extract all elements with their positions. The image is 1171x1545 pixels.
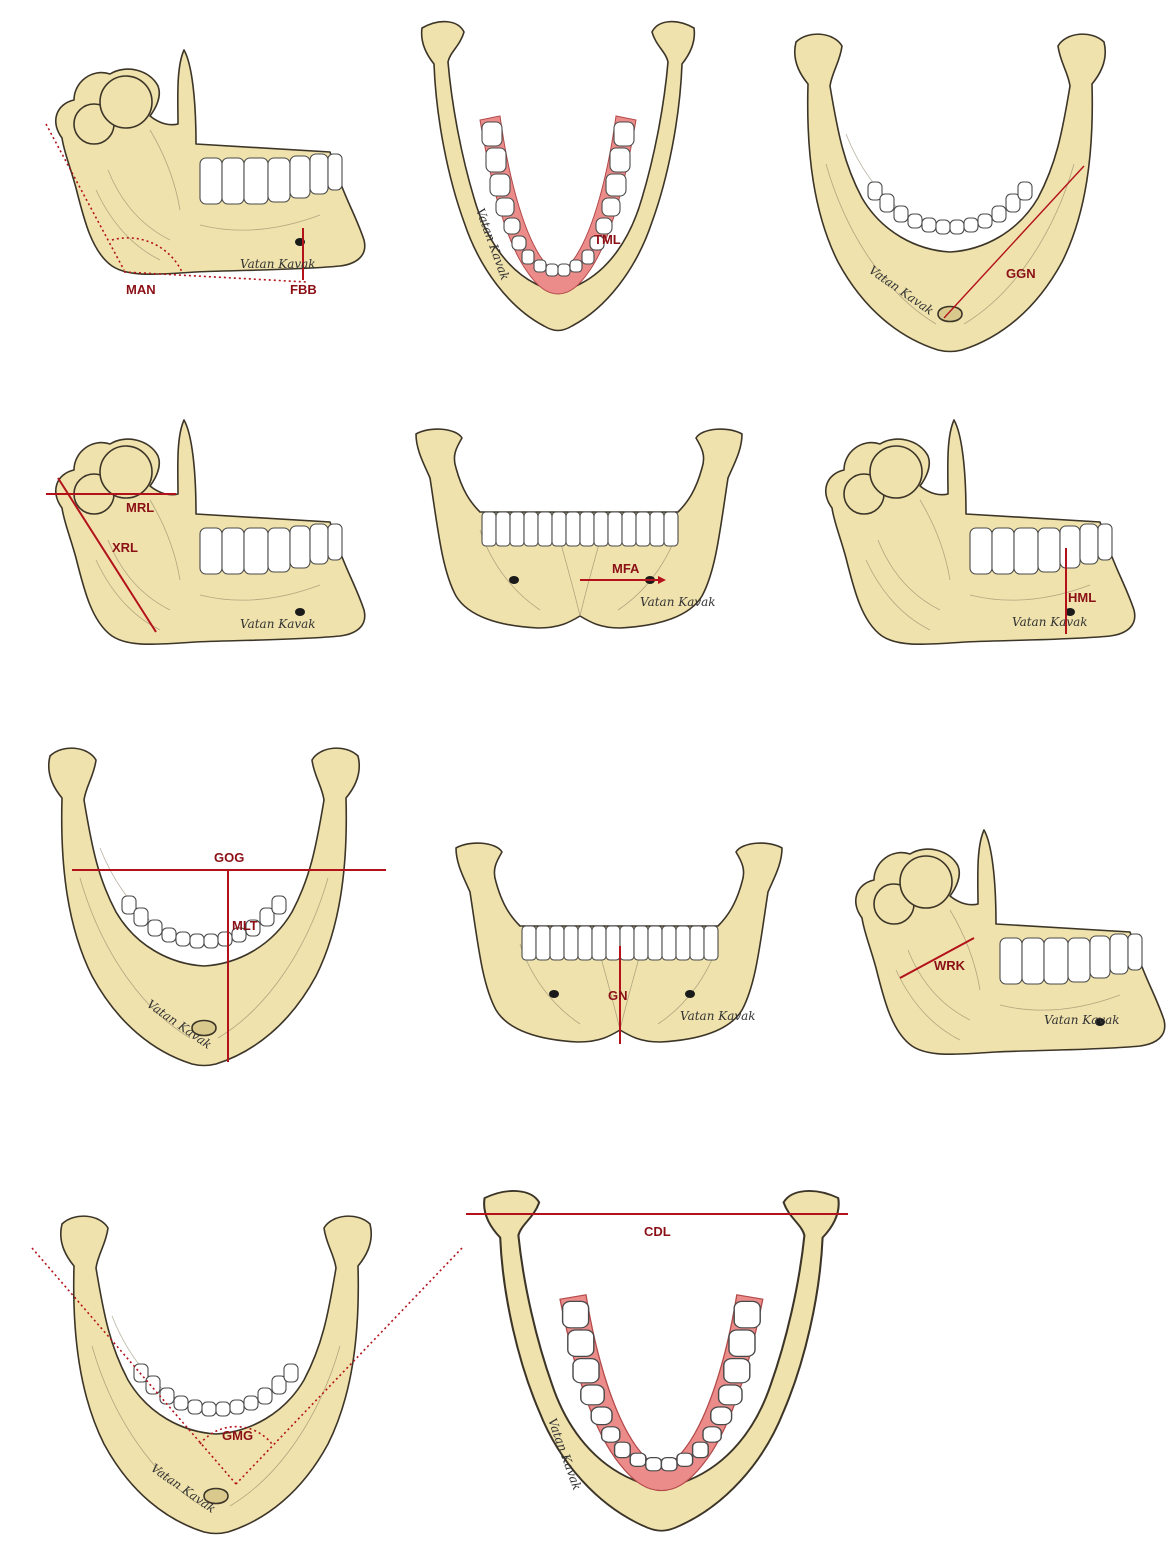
panel-anterior-1: MFA Vatan Kavak [416, 429, 742, 628]
panel-occlusal-1: TML Vatan Kavak [422, 22, 695, 331]
signature: Vatan Kavak [680, 1009, 756, 1023]
label-cdl: CDL [644, 1224, 671, 1239]
panel-lateral-1: MAN FBB Vatan Kavak [46, 50, 365, 297]
label-man: MAN [126, 282, 156, 297]
label-gog: GOG [214, 850, 244, 865]
label-xrl: XRL [112, 540, 138, 555]
panel-lateral-2: MRL XRL Vatan Kavak [46, 420, 365, 644]
signature: Vatan Kavak [1044, 1013, 1120, 1027]
label-wrk: WRK [934, 958, 966, 973]
label-hml: HML [1068, 590, 1096, 605]
label-mfa: MFA [612, 561, 640, 576]
panel-lateral-4: WRK Vatan Kavak [856, 830, 1165, 1054]
panel-inferior-2: GOG MLT Vatan Kavak [49, 748, 386, 1065]
signature: Vatan Kavak [640, 595, 716, 609]
label-tml: TML [594, 232, 621, 247]
signature: Vatan Kavak [1012, 615, 1088, 629]
signature: Vatan Kavak [240, 257, 316, 271]
label-gn: GN [608, 988, 628, 1003]
panel-lateral-3: HML Vatan Kavak [826, 420, 1135, 644]
label-fbb: FBB [290, 282, 317, 297]
panel-occlusal-2: CDL Vatan Kavak [466, 1191, 848, 1531]
label-mrl: MRL [126, 500, 154, 515]
label-gmg: GMG [222, 1428, 253, 1443]
panel-anterior-2: GN Vatan Kavak [456, 843, 782, 1044]
panel-inferior-3: GMG Vatan Kavak [32, 1216, 462, 1533]
label-mlt: MLT [232, 918, 258, 933]
signature: Vatan Kavak [240, 617, 316, 631]
label-ggn: GGN [1006, 266, 1036, 281]
panel-inferior-1: GGN Vatan Kavak [795, 34, 1106, 351]
